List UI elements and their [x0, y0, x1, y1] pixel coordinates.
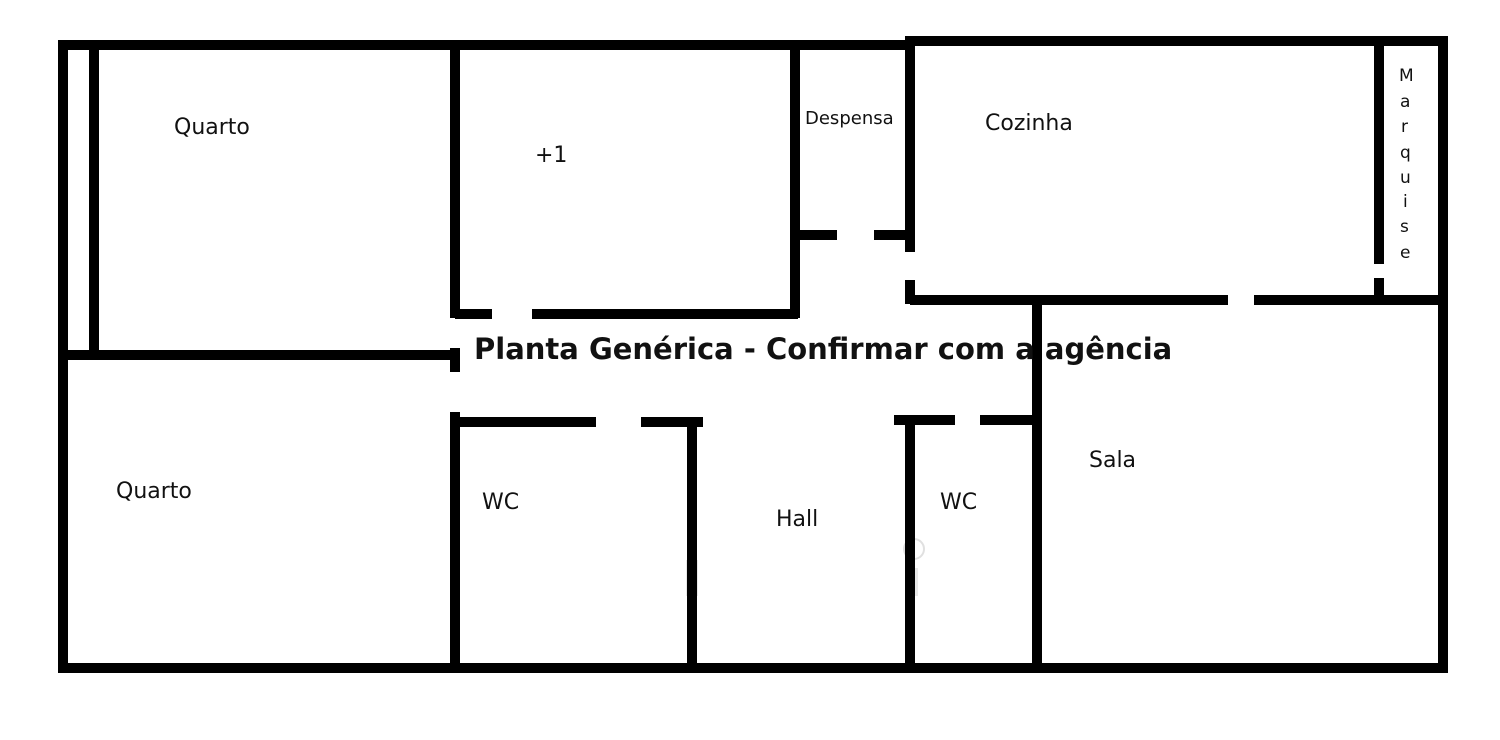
marquise-letter: i — [1403, 192, 1408, 212]
room-label-quarto-1: Quarto — [174, 115, 250, 140]
room-label-hall: Hall — [776, 507, 818, 532]
plan-title: Planta Genérica - Confirmar com a agênci… — [474, 332, 1172, 366]
room-label-extra: +1 — [535, 143, 567, 168]
marquise-letter: M — [1399, 66, 1414, 86]
room-label-quarto-2: Quarto — [116, 479, 192, 504]
room-label-wc-2: WC — [940, 490, 977, 515]
marquise-letter: u — [1400, 168, 1411, 188]
room-label-despensa: Despensa — [805, 108, 894, 129]
room-labels: Quarto +1 Despensa Cozinha M a r q u i s… — [116, 66, 1414, 532]
room-label-cozinha: Cozinha — [985, 111, 1073, 136]
marquise-letter: s — [1400, 217, 1409, 237]
marquise-letter: e — [1400, 243, 1410, 263]
room-label-wc-1: WC — [482, 490, 519, 515]
interior-walls — [63, 41, 1443, 668]
watermark — [686, 538, 925, 596]
outer-walls — [58, 36, 1448, 673]
room-label-marquise: M a r q u i s e — [1399, 66, 1414, 263]
marquise-letter: q — [1400, 143, 1411, 163]
marquise-letter: a — [1400, 92, 1410, 112]
marquise-letter: r — [1401, 117, 1408, 137]
room-label-sala: Sala — [1089, 448, 1136, 473]
